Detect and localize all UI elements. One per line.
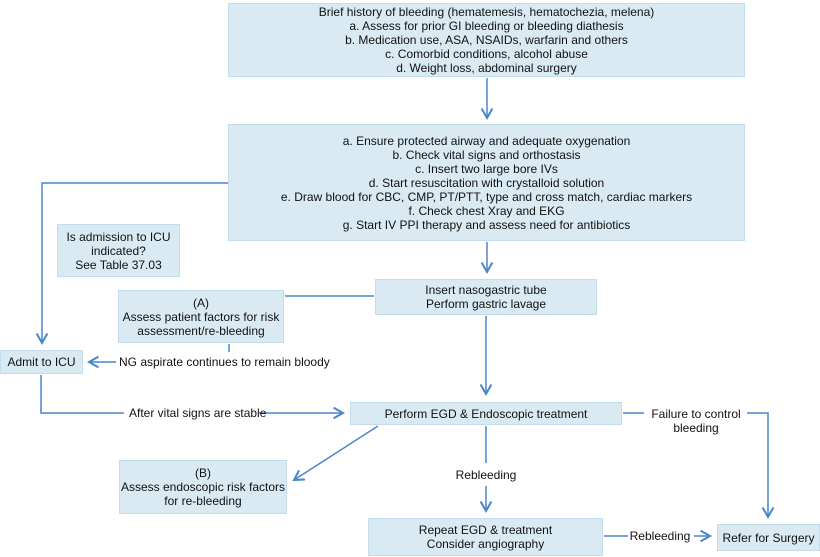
node-refer-for-surgery: Refer for Surgery	[717, 524, 820, 551]
node-resuscitation-steps: a. Ensure protected airway and adequate …	[228, 124, 745, 241]
label-after-vital-signs-stable: After vital signs are stable	[129, 406, 267, 420]
label-rebleeding-after-egd: Rebleeding	[455, 468, 517, 482]
arrow-egd-to-b	[292, 425, 379, 482]
node-icu-question: Is admission to ICU indicated? See Table…	[57, 224, 180, 277]
line-admit-down-right	[40, 375, 124, 414]
node-brief-history: Brief history of bleeding (hematemesis, …	[228, 3, 745, 77]
node-endoscopic-risk-b: (B) Assess endoscopic risk factors for r…	[119, 460, 287, 514]
arrow-failure-to-refer	[747, 412, 775, 520]
node-admit-to-icu: Admit to ICU	[0, 350, 83, 374]
label-rebleeding-after-repeat: Rebleeding	[629, 529, 691, 543]
label-ng-aspirate-bloody: NG aspirate continues to remain bloody	[119, 355, 330, 369]
node-risk-assessment-a: (A) Assess patient factors for risk asse…	[118, 290, 284, 343]
node-repeat-egd: Repeat EGD & treatment Consider angiogra…	[368, 518, 603, 556]
node-nasogastric-tube: Insert nasogastric tube Perform gastric …	[375, 279, 597, 315]
label-failure-to-control-bleeding: Failure to control bleeding	[651, 407, 741, 435]
node-perform-egd: Perform EGD & Endoscopic treatment	[350, 402, 622, 425]
